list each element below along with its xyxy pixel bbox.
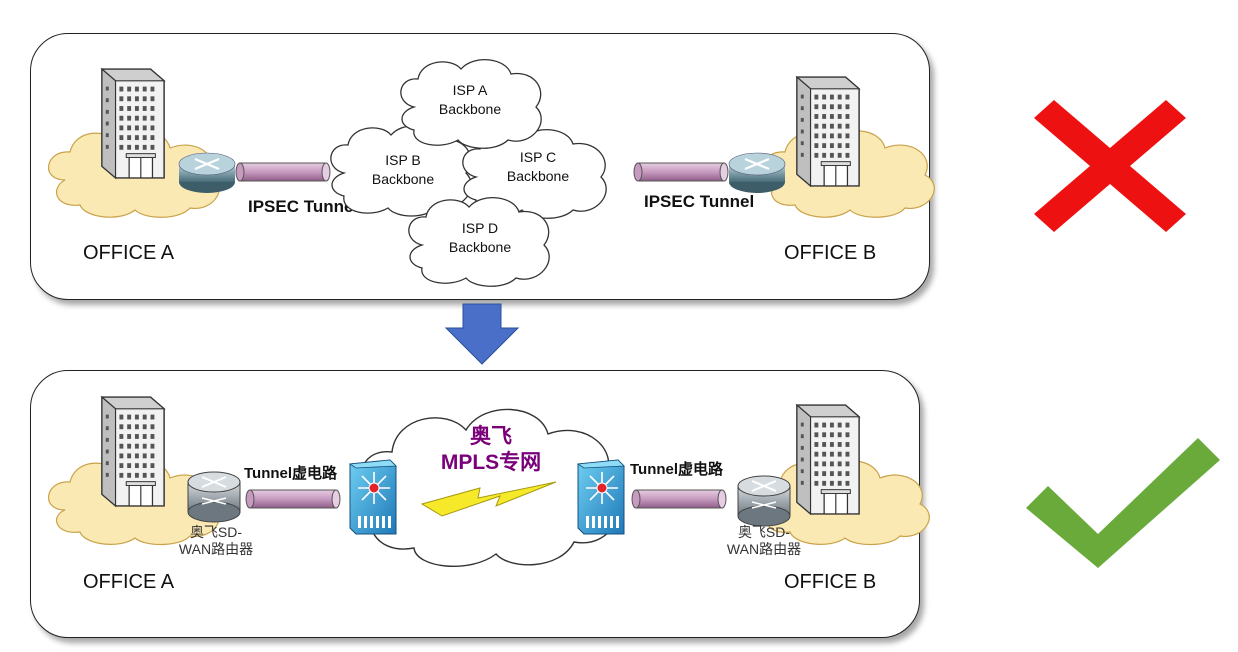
office-b-building-icon [795, 74, 863, 191]
office-b-router-icon [728, 152, 786, 193]
isp-a-name: ISP A [452, 82, 488, 98]
isp-c-name: ISP C [519, 149, 557, 165]
sdwan-router-b-caption-line2: WAN路由器 [726, 541, 802, 557]
isp-d-cloud [408, 196, 550, 287]
sdwan-router-a-caption-line1: 奥飞SD- [189, 524, 243, 540]
mpls-network-name: MPLS专网 [440, 451, 542, 474]
cross-icon [1034, 100, 1186, 232]
isp-b-cloud [330, 124, 472, 217]
tunnel-left-label: Tunnel虚电路 [244, 465, 338, 482]
transition-arrow-icon [444, 303, 520, 365]
bottom-office-a-label: OFFICE A [83, 571, 175, 593]
isp-a-cloud [400, 58, 542, 149]
top-office-a-label: OFFICE A [83, 242, 175, 264]
mpls-network-label: 奥飞 MPLS专网 [416, 424, 566, 476]
isp-b-name: ISP B [385, 152, 421, 168]
check-icon [1026, 438, 1220, 568]
mpls-switch-right-icon [576, 459, 625, 535]
sdwan-router-a-caption: 奥飞SD- WAN路由器 [158, 524, 274, 558]
bottom-office-b-label: OFFICE B [784, 571, 877, 593]
ipsec-tunnel-left-label: IPSEC Tunnel [248, 197, 359, 216]
ipsec-tunnel-right-label: IPSEC Tunnel [644, 192, 755, 211]
sdwan-router-b-icon [737, 475, 791, 527]
office-a-building-icon [100, 66, 168, 183]
isp-c-backbone: Backbone [506, 168, 570, 184]
sdwan-router-b-caption-line1: 奥飞SD- [737, 524, 791, 540]
mpls-switch-left-icon [348, 459, 397, 535]
isp-b-label: ISP B Backbone [357, 151, 449, 189]
tunnel-right-pipe [631, 489, 727, 509]
bottom-office-b-building-icon [795, 402, 863, 519]
top-office-b-label: OFFICE B [784, 242, 877, 264]
ipsec-tunnel-right-pipe [633, 162, 729, 182]
lightning-icon [420, 481, 557, 517]
isp-b-backbone: Backbone [371, 171, 435, 187]
mpls-brand-name: 奥飞 [470, 425, 512, 448]
isp-a-label: ISP A Backbone [424, 81, 516, 119]
office-a-router-icon [178, 152, 236, 193]
sdwan-router-a-caption-line2: WAN路由器 [178, 541, 254, 557]
tunnel-right-label: Tunnel虚电路 [630, 461, 724, 478]
isp-c-label: ISP C Backbone [492, 148, 584, 186]
bottom-office-a-building-icon [100, 394, 168, 511]
isp-d-name: ISP D [461, 220, 499, 236]
ipsec-tunnel-left-pipe [235, 162, 331, 182]
sdwan-router-a-icon [187, 471, 241, 523]
isp-d-label: ISP D Backbone [434, 219, 526, 257]
isp-a-backbone: Backbone [438, 101, 502, 117]
isp-d-backbone: Backbone [448, 239, 512, 255]
sdwan-router-b-caption: 奥飞SD- WAN路由器 [706, 524, 822, 558]
tunnel-left-pipe [245, 489, 341, 509]
